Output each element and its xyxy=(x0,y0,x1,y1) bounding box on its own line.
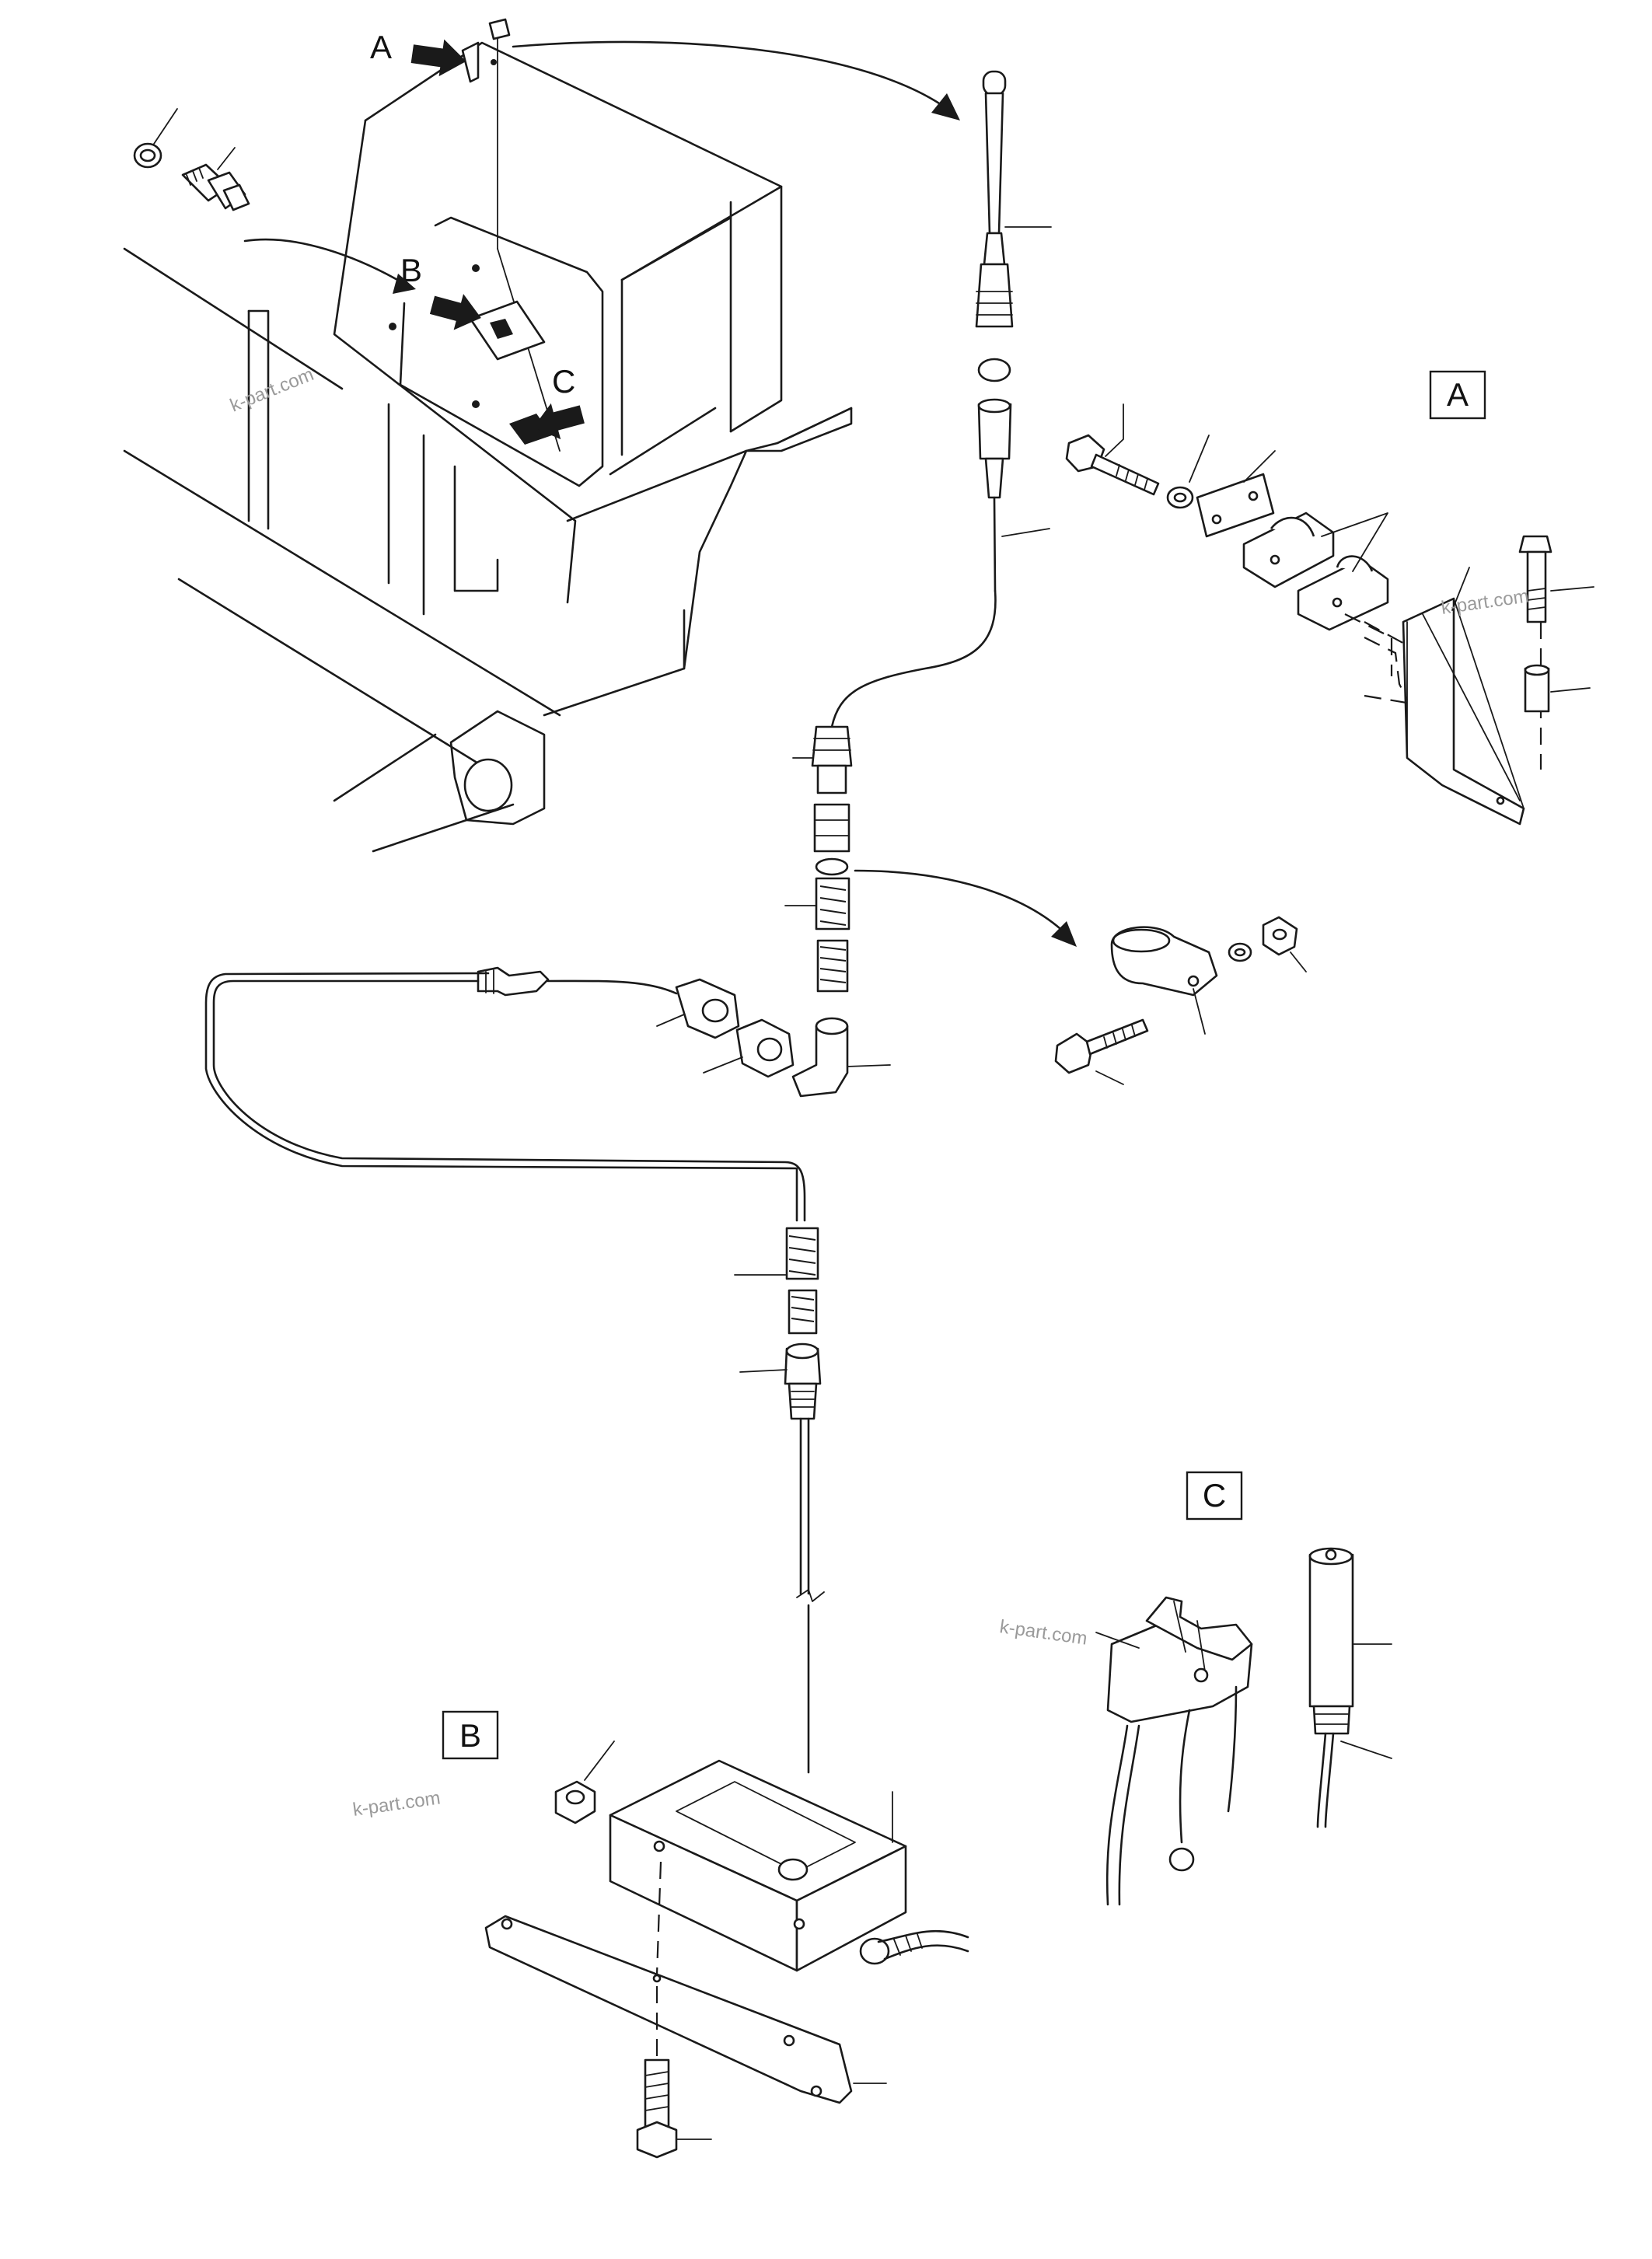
watermark-b: k-part.com xyxy=(351,1787,442,1821)
detail-label-a: A xyxy=(1447,376,1469,413)
machine-cab-body xyxy=(123,18,853,853)
callout-arrows xyxy=(410,39,585,440)
detail-box-a xyxy=(1429,370,1486,420)
cable-gland-assembly xyxy=(133,108,250,211)
detail-box-b xyxy=(442,1710,499,1760)
detail-view-c: C k-part.com xyxy=(998,1471,1392,1906)
detail-box-c xyxy=(1186,1471,1243,1521)
detail-label-b: B xyxy=(459,1717,481,1754)
coax-connector-stack xyxy=(784,725,891,1098)
detail-view-a: A xyxy=(1065,370,1594,826)
detail-view-b: B k-part.com xyxy=(351,1710,969,2159)
watermark-cab: k-part.com xyxy=(227,364,316,416)
p-clip-assembly xyxy=(1054,916,1307,1085)
bulkhead-fittings xyxy=(656,978,795,1078)
antenna-assembly xyxy=(830,70,1052,728)
callout-label-c: C xyxy=(552,363,575,400)
watermark-c: k-part.com xyxy=(998,1616,1088,1650)
callout-label-a: A xyxy=(370,29,392,65)
flow-arrows xyxy=(243,40,1077,947)
detail-label-c: C xyxy=(1203,1477,1226,1514)
extension-cable xyxy=(204,966,825,1774)
watermark: k-part.com xyxy=(1440,585,1530,619)
